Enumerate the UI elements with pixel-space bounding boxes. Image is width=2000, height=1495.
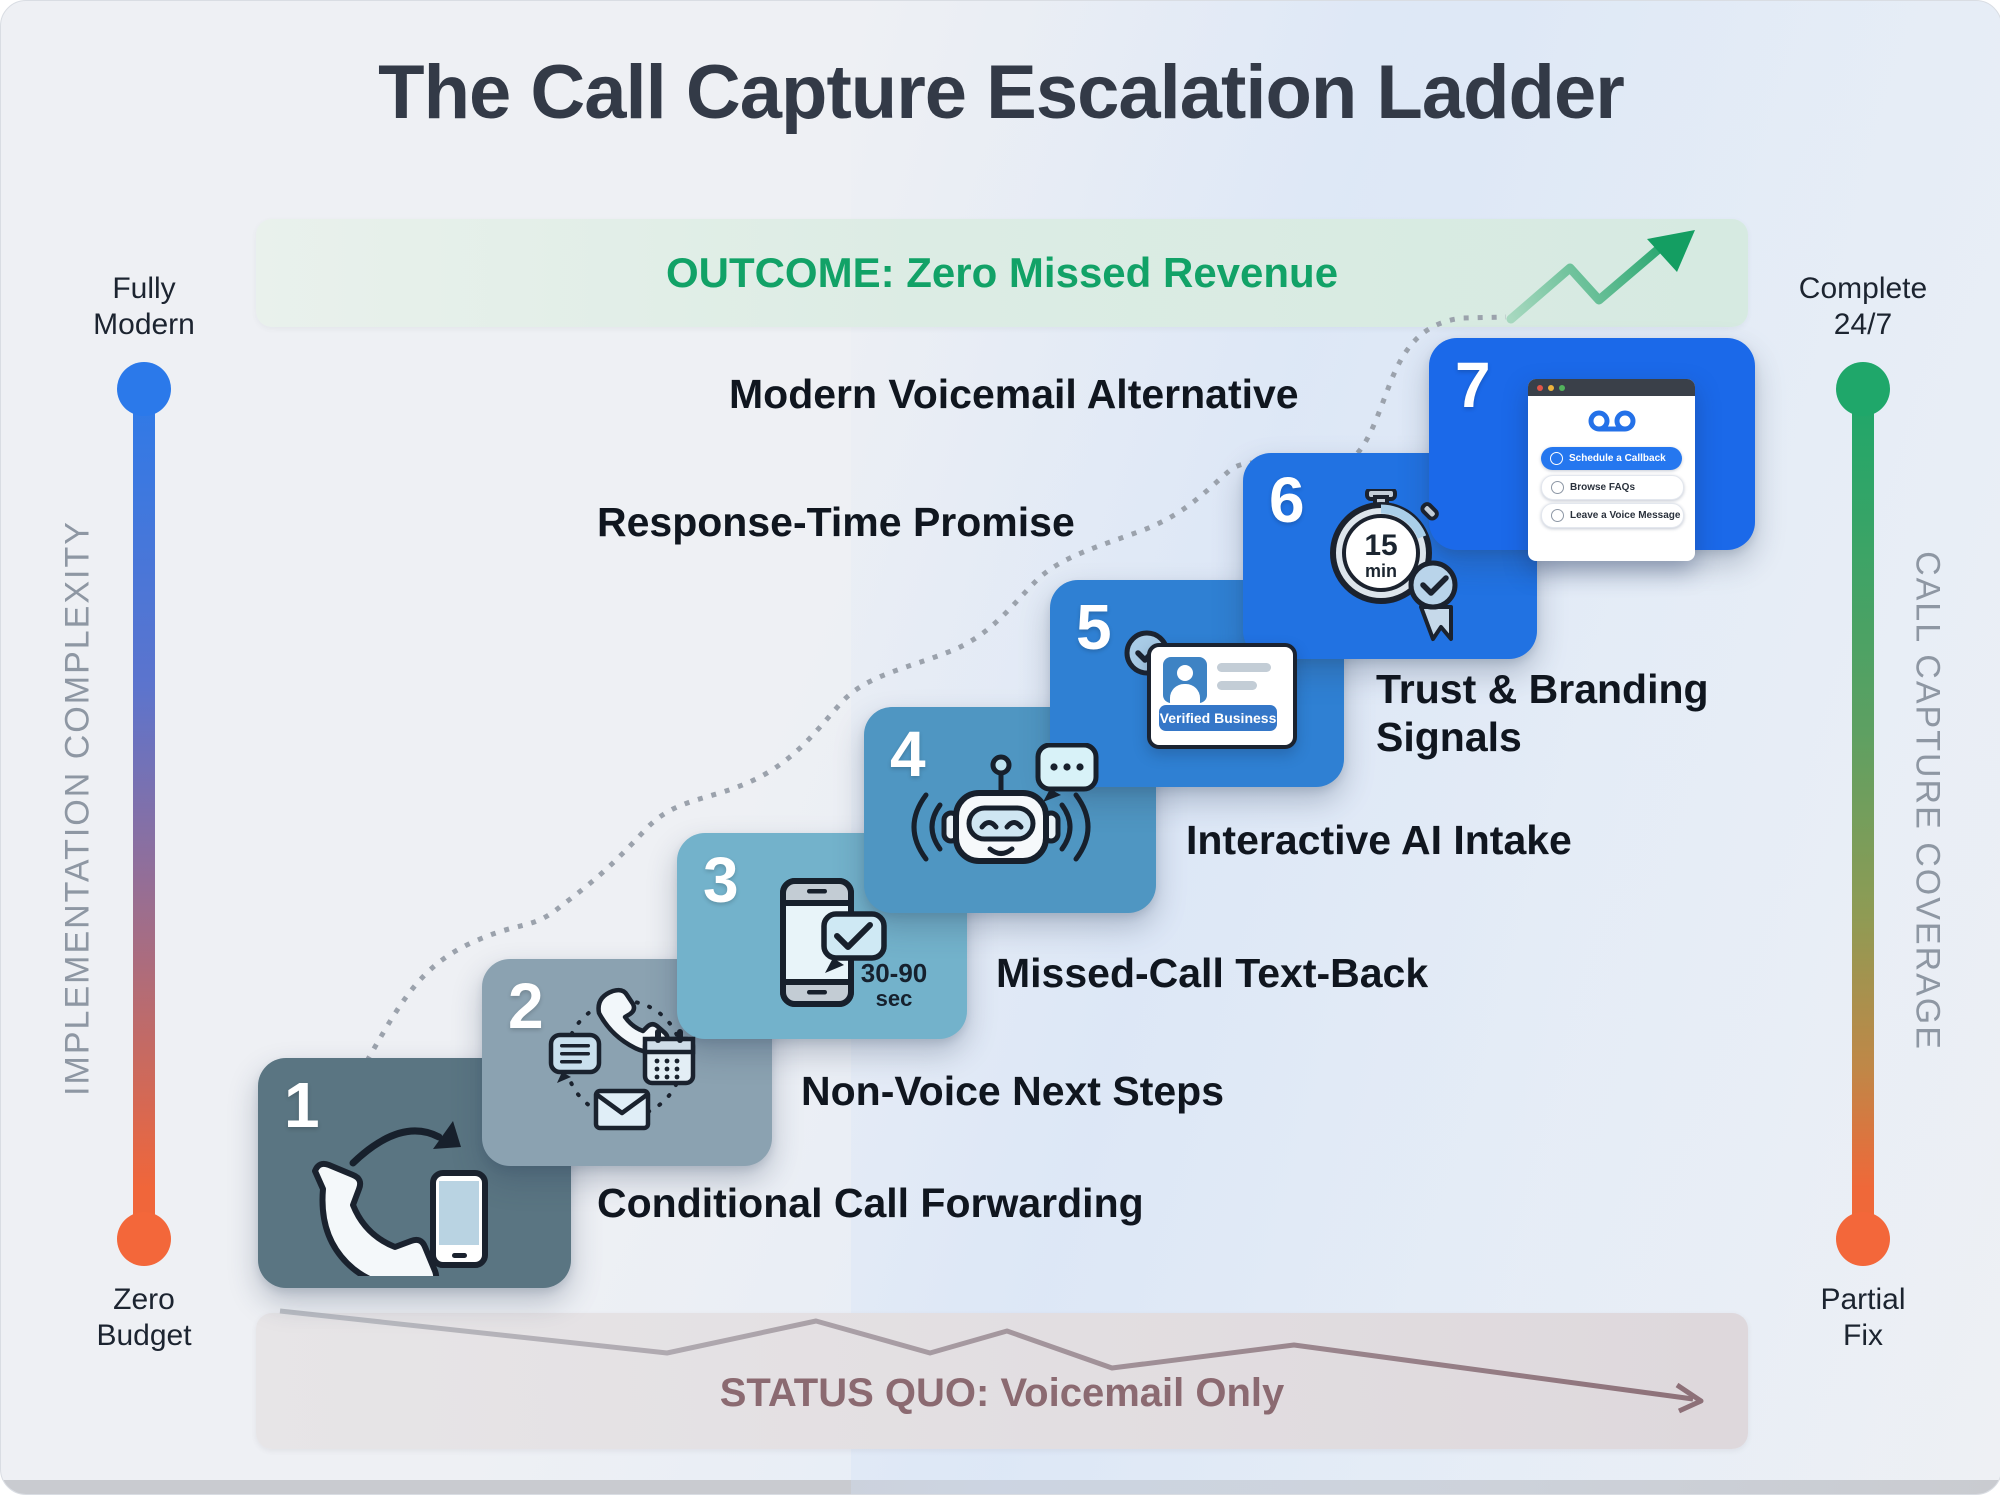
right-axis-title: CALL CAPTURE COVERAGE xyxy=(1908,551,1947,1051)
step-label-7: Modern Voicemail Alternative xyxy=(729,371,1299,417)
browser-titlebar xyxy=(1528,379,1695,396)
left-axis-gradient-bar xyxy=(133,389,155,1239)
status-quo-label: STATUS QUO: Voicemail Only xyxy=(719,1371,1285,1415)
stopwatch-unit: min xyxy=(1365,561,1397,581)
status-quo-banner: STATUS QUO: Voicemail Only xyxy=(256,1313,1748,1449)
step-label-1: Conditional Call Forwarding xyxy=(597,1180,1144,1226)
right-axis-top-label: Complete 24/7 xyxy=(1798,272,1928,341)
left-axis-top-dot xyxy=(117,362,171,416)
step-number: 6 xyxy=(1269,464,1305,536)
schedule-callback-button: Schedule a Callback xyxy=(1541,447,1682,470)
right-axis-bottom-label: Partial Fix xyxy=(1820,1283,1906,1352)
bottom-edge-strip xyxy=(1,1480,2000,1494)
stopwatch-badge-icon: 15 min xyxy=(1330,489,1458,641)
chat-bubble-icon xyxy=(548,1032,602,1083)
verified-id-card-icon: Verified Business xyxy=(1147,643,1297,749)
right-axis-top-dot xyxy=(1836,362,1890,416)
left-axis-bottom-dot xyxy=(117,1212,171,1266)
step-label-5: Trust & Branding Signals xyxy=(1376,666,1709,760)
chatbot-robot-icon xyxy=(911,743,1099,864)
verified-business-badge: Verified Business xyxy=(1159,705,1277,731)
right-axis-gradient-bar xyxy=(1852,389,1874,1239)
right-axis-bottom-dot xyxy=(1836,1212,1890,1266)
step-label-3: Missed-Call Text-Back xyxy=(996,950,1429,996)
step-number: 5 xyxy=(1076,591,1112,663)
window-maximize-dot xyxy=(1559,385,1565,391)
outcome-banner: OUTCOME: Zero Missed Revenue xyxy=(256,219,1748,327)
chat-bubble-icon xyxy=(1035,743,1099,802)
step-number: 7 xyxy=(1455,349,1491,421)
avatar xyxy=(1163,657,1207,703)
channels-cycle-icon xyxy=(548,987,696,1131)
phone-forward-to-mobile-icon xyxy=(312,1121,488,1276)
clock-icon xyxy=(1550,452,1563,465)
step-label-6: Response-Time Promise xyxy=(597,499,1075,545)
ribbon-award-icon xyxy=(1408,560,1458,641)
mic-icon xyxy=(1551,509,1564,522)
question-icon xyxy=(1551,481,1564,494)
textback-timing-annotation: 30-90 sec xyxy=(860,958,928,1011)
step-number: 3 xyxy=(703,844,739,916)
window-close-dot xyxy=(1537,385,1543,391)
leave-voice-message-button: Leave a Voice Message xyxy=(1541,503,1684,528)
step-label-4: Interactive AI Intake xyxy=(1186,817,1572,863)
step-number: 1 xyxy=(284,1069,320,1141)
left-axis-title: IMPLEMENTATION COMPLEXITY xyxy=(58,520,97,1096)
left-axis-bottom-label: Zero Budget xyxy=(96,1283,192,1352)
voicemail-app-window-icon: Schedule a Callback Browse FAQs Leave a … xyxy=(1528,379,1695,561)
left-axis-top-label: Fully Modern xyxy=(93,272,195,341)
envelope-icon xyxy=(593,1088,651,1131)
stopwatch-value: 15 xyxy=(1364,529,1397,562)
step-label-2: Non-Voice Next Steps xyxy=(801,1068,1224,1114)
browse-faqs-button: Browse FAQs xyxy=(1541,475,1684,500)
window-minimize-dot xyxy=(1548,385,1554,391)
calendar-icon xyxy=(642,1029,696,1086)
voicemail-icon xyxy=(1588,410,1635,432)
outcome-banner-label: OUTCOME: Zero Missed Revenue xyxy=(665,249,1339,296)
page-title: The Call Capture Escalation Ladder xyxy=(378,50,1625,135)
